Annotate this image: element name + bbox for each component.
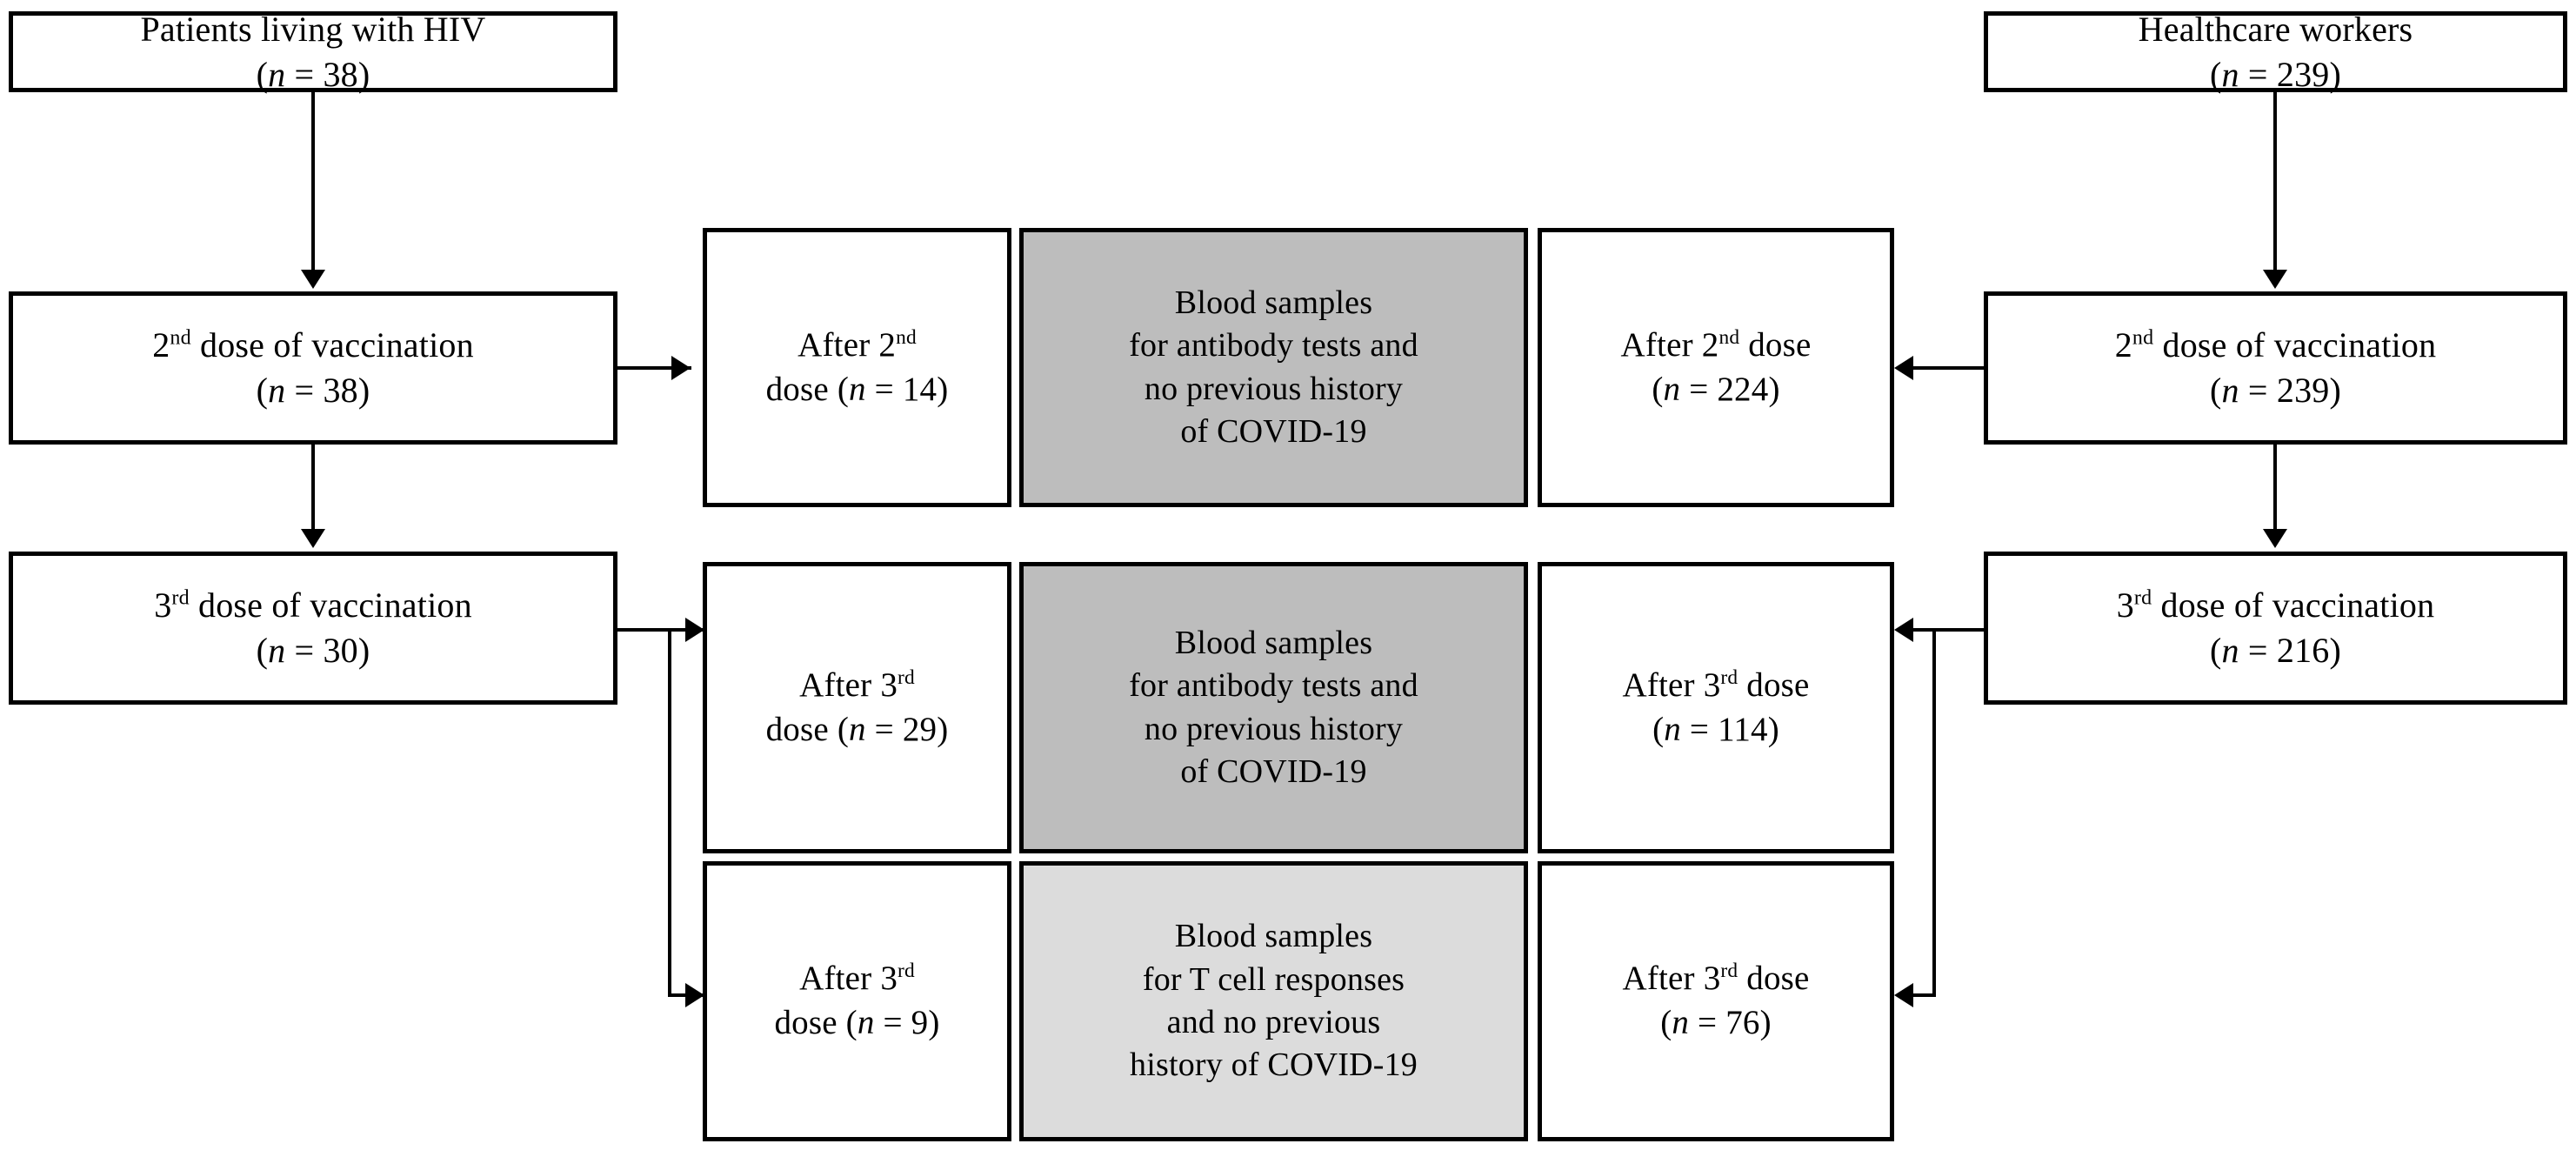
connector-hcw-dose3-bus [1932,628,1936,997]
arrowhead-plwh-dose2-to-dose3 [301,529,325,548]
n-symbol: n [857,1004,875,1041]
n-symbol: n [268,631,286,670]
n-symbol: n [2221,631,2239,670]
node-hcw-second-dose: 2nd dose of vaccination (n = 239) [1984,291,2567,445]
ordinal-suffix: rd [1720,665,1738,689]
node-line-1: Healthcare workers [2138,9,2413,49]
n-symbol: n [849,370,866,408]
arrowhead-hcw-dose2-to-after2 [1894,356,1913,380]
node-line-2: (n = 114) [1652,710,1779,748]
arrowhead-plwh-dose2-to-after2 [671,356,691,380]
node-line-1: After 3rd dose [1622,665,1810,704]
panel-line-3: no previous history [1144,370,1404,407]
panel-antibody-tests-row2: Blood samples for antibody tests and no … [1019,562,1528,853]
node-hcw-after-second-dose: After 2nd dose (n = 224) [1538,228,1894,507]
arrowhead-plwh-dose3-to-after3-ab [685,618,704,642]
ordinal-suffix: rd [171,586,190,610]
panel-line-2: for T cell responses [1142,960,1405,998]
connector-hcw-dose2-to-after2 [1910,366,1986,370]
node-plwh-after-third-dose-antibody: After 3rd dose (n = 29) [703,562,1011,853]
connector-hcw-dose3-to-after3-tcell [1910,993,1936,997]
node-plwh-second-dose: 2nd dose of vaccination (n = 38) [9,291,617,445]
ordinal-suffix: rd [2133,586,2152,610]
ordinal-suffix: nd [2132,326,2154,350]
n-symbol: n [2221,371,2239,410]
node-line-1: After 2nd [797,325,917,364]
node-plwh-after-third-dose-tcell: After 3rd dose (n = 9) [703,861,1011,1141]
arrowhead-hcw-source-to-dose2 [2263,270,2287,289]
node-line-1: After 3rd [799,665,915,704]
arrowhead-plwh-source-to-dose2 [301,270,325,289]
node-line-1: 2nd dose of vaccination [2114,325,2437,364]
ordinal-suffix: rd [898,665,915,689]
panel-line-2: for antibody tests and [1129,667,1418,705]
connector-plwh-source-to-dose2 [311,92,315,273]
node-line-2: (n = 239) [2209,54,2341,94]
connector-plwh-dose3-bus [668,628,671,997]
node-line-1: After 3rd [799,960,915,998]
panel-antibody-tests-row1: Blood samples for antibody tests and no … [1019,228,1528,507]
n-symbol: n [268,371,286,410]
node-line-1: 2nd dose of vaccination [152,325,474,364]
connector-plwh-dose3-stem [617,628,671,632]
panel-line-3: and no previous [1166,1004,1381,1040]
node-line-2: dose (n = 14) [765,370,949,408]
connector-hcw-dose3-stem [1932,628,1986,632]
panel-tcell-responses: Blood samples for T cell responses and n… [1019,861,1528,1141]
node-line-2: (n = 38) [256,54,370,94]
panel-line-4: history of COVID-19 [1130,1047,1418,1084]
node-hcw-after-third-dose-antibody: After 3rd dose (n = 114) [1538,562,1894,853]
panel-line-1: Blood samples [1174,284,1373,321]
node-line-2: (n = 76) [1660,1004,1772,1041]
arrowhead-hcw-dose3-to-after3-ab [1894,618,1913,642]
node-line-2: (n = 216) [2209,631,2341,670]
node-healthcare-workers: Healthcare workers (n = 239) [1984,10,2567,94]
n-symbol: n [1672,1004,1690,1041]
node-line-1: 3rd dose of vaccination [2116,585,2435,625]
node-plwh-after-second-dose: After 2nd dose (n = 14) [703,228,1011,507]
panel-line-3: no previous history [1144,710,1404,747]
connector-hcw-dose3-to-after3-ab [1910,628,1936,632]
n-symbol: n [1663,370,1681,408]
connector-hcw-dose2-to-dose3 [2273,445,2277,532]
connector-plwh-dose2-to-dose3 [311,445,315,532]
connector-hcw-source-to-dose2 [2273,92,2277,273]
arrowhead-hcw-dose2-to-dose3 [2263,529,2287,548]
node-plwh-third-dose: 3rd dose of vaccination (n = 30) [9,552,617,705]
n-symbol: n [268,54,286,94]
ordinal-suffix: rd [898,960,915,983]
panel-line-4: of COVID-19 [1180,412,1367,450]
node-line-2: (n = 38) [256,371,370,410]
n-symbol: n [849,710,866,748]
panel-line-1: Blood samples [1174,624,1373,661]
node-patients-living-with-hiv: Patients living with HIV (n = 38) [9,10,617,94]
node-hcw-after-third-dose-tcell: After 3rd dose (n = 76) [1538,861,1894,1141]
node-line-1: After 3rd dose [1622,960,1810,998]
node-line-2: (n = 224) [1652,370,1780,408]
node-line-1: 3rd dose of vaccination [154,585,472,625]
node-line-1: After 2nd dose [1620,325,1812,364]
node-line-2: (n = 239) [2209,371,2341,410]
ordinal-suffix: nd [896,325,917,349]
ordinal-suffix: rd [1720,960,1738,983]
node-line-2: dose (n = 29) [765,710,949,748]
n-symbol: n [1664,710,1681,748]
node-line-2: (n = 30) [256,631,370,670]
panel-line-4: of COVID-19 [1180,752,1367,790]
connector-plwh-dose2-to-after2 [617,366,691,370]
node-hcw-third-dose: 3rd dose of vaccination (n = 216) [1984,552,2567,705]
panel-line-2: for antibody tests and [1129,327,1418,364]
ordinal-suffix: nd [1718,325,1740,349]
node-line-2: dose (n = 9) [774,1004,940,1041]
arrowhead-hcw-dose3-to-after3-tcell [1894,983,1913,1007]
panel-line-1: Blood samples [1174,918,1373,955]
ordinal-suffix: nd [170,326,191,350]
arrowhead-plwh-dose3-to-after3-tcell [685,983,704,1007]
node-line-1: Patients living with HIV [140,9,486,49]
n-symbol: n [2221,54,2239,94]
